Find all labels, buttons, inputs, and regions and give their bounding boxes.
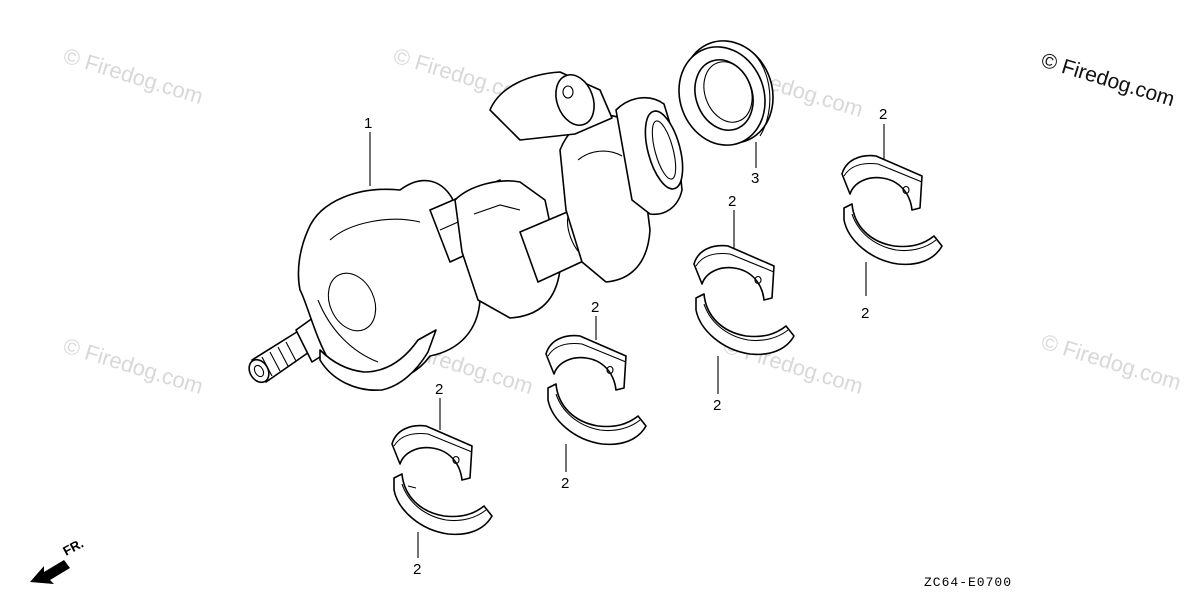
bearing-lower-shell[interactable] (695, 293, 795, 356)
callout-bearing[interactable]: 2 (413, 561, 421, 578)
bearing-upper-shell[interactable] (391, 424, 473, 481)
bearing-lower-shell[interactable] (393, 473, 493, 536)
callout-bearing[interactable]: 2 (728, 193, 736, 210)
bearing-lower-shell[interactable] (843, 203, 943, 266)
watermark-text: © Firedog.com (1039, 329, 1185, 395)
crankshaft-drawing[interactable] (245, 69, 690, 391)
bearing-upper-shell[interactable] (545, 334, 627, 391)
watermark-main: © Firedog.com (1039, 49, 1178, 111)
callout-bearing[interactable]: 2 (561, 475, 569, 492)
direction-label: FR. (60, 536, 86, 559)
front-direction-indicator: FR. (30, 536, 86, 584)
callout-bearing[interactable]: 2 (861, 305, 869, 322)
bearing-upper-shell[interactable] (841, 154, 923, 211)
callout-labels: 1 3 2 2 2 2 2 2 2 2 (364, 106, 887, 578)
watermark-text: © Firedog.com (61, 333, 207, 399)
callout-crankshaft[interactable]: 1 (364, 115, 372, 132)
callout-bearing[interactable]: 2 (435, 381, 443, 398)
callout-bearing[interactable]: 2 (713, 397, 721, 414)
arrow-icon (30, 560, 70, 584)
watermark-text: © Firedog.com (61, 43, 207, 109)
callout-bearing[interactable]: 2 (879, 106, 887, 123)
callout-oil-seal[interactable]: 3 (751, 170, 759, 187)
callout-bearing[interactable]: 2 (591, 299, 599, 316)
oil-seal-drawing[interactable] (665, 28, 787, 157)
diagram-code: ZC64-E0700 (924, 575, 1012, 590)
leader-lines (369, 124, 885, 558)
bearing-lower-shell[interactable] (547, 383, 647, 446)
bearing-upper-shell[interactable] (693, 244, 775, 301)
